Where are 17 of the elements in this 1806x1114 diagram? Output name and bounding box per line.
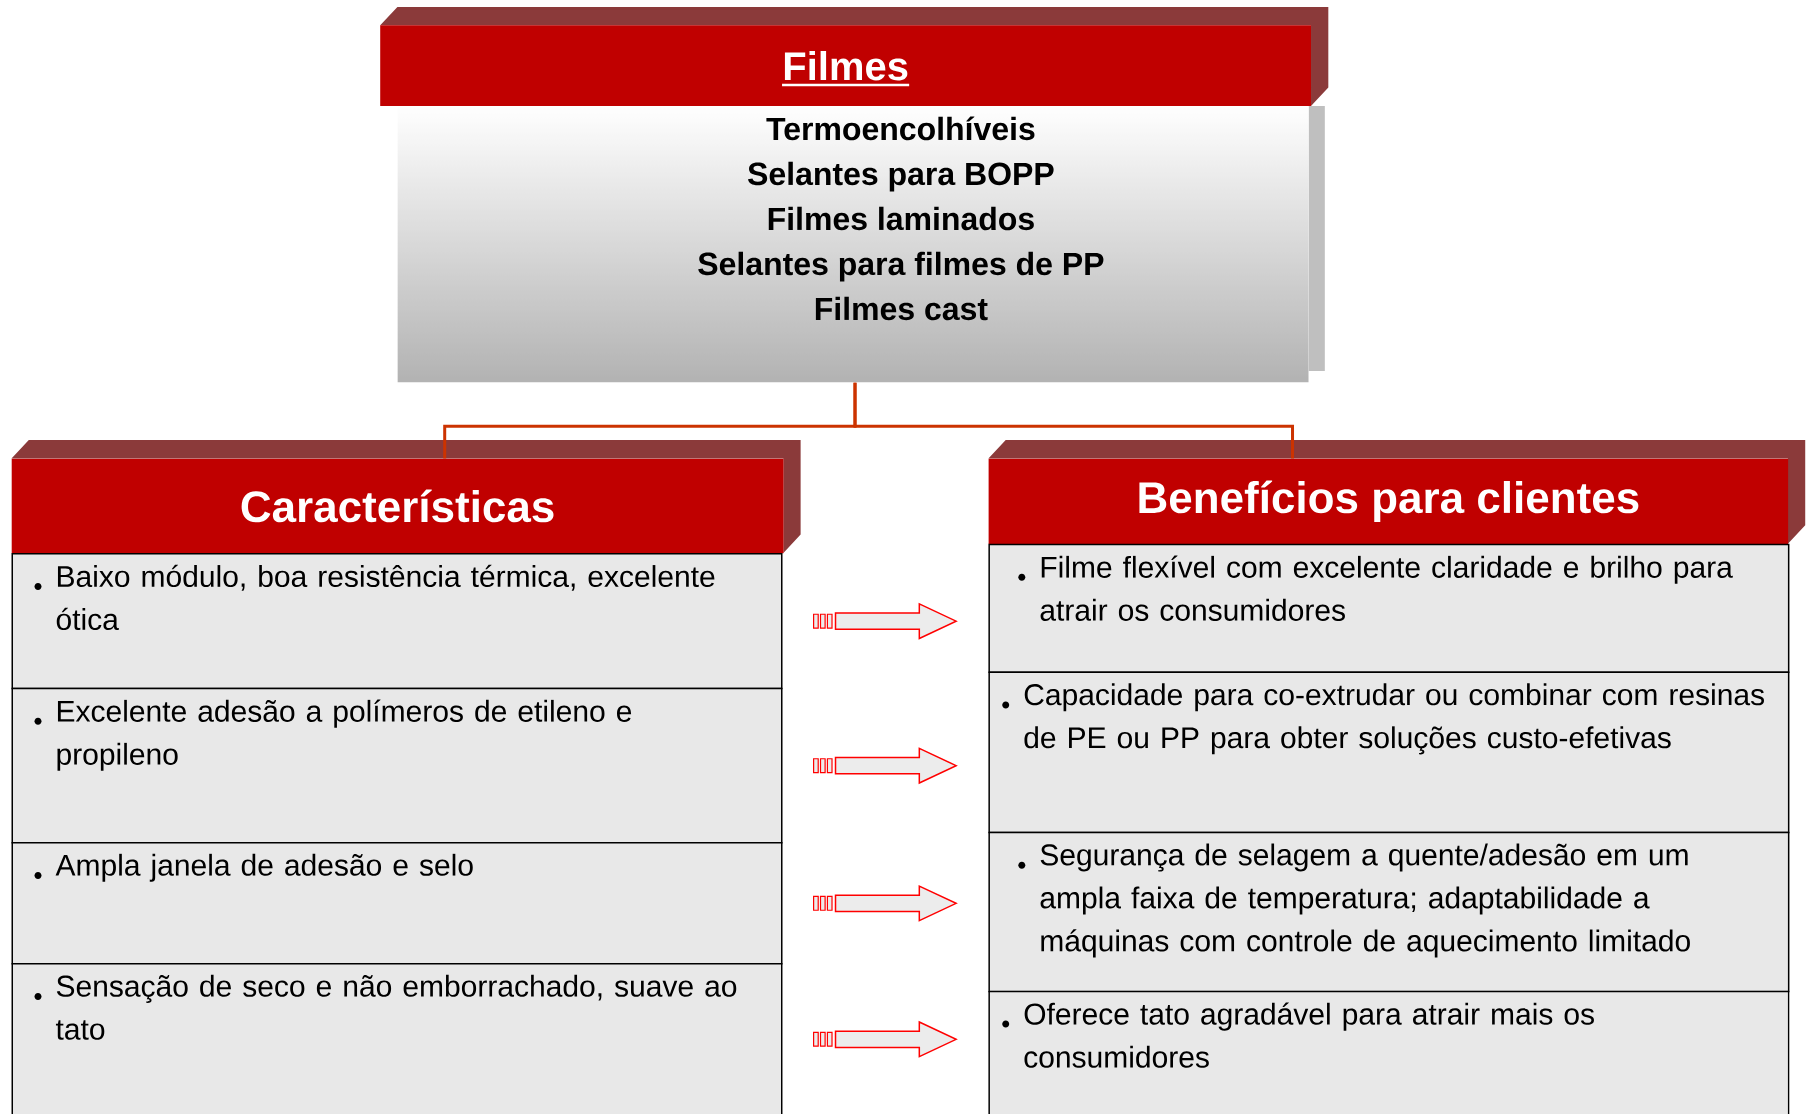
list-row: Oferece tato agradável para atrair mais os consumidores — [988, 990, 1790, 1114]
header-box: Características — [11, 440, 801, 554]
list-row: Segurança de selagem a quente/adesão em um ampla faixa de temperatura; adaptabilidade a máquinas com controle de aquecimento limitado — [988, 831, 1790, 993]
block-arrow — [813, 747, 958, 785]
list-row: Excelente adesão a polímeros de etileno e propileno — [11, 687, 783, 844]
list-row: Ampla janela de adesão e selo — [11, 842, 783, 965]
block-arrow — [813, 602, 958, 640]
list-row: Sensação de seco e não emborrachado, suave ao tato — [11, 963, 783, 1114]
list-row: Filme flexível com excelente claridade e brilho para atrair os consumidores — [988, 543, 1790, 674]
list-row: Baixo módulo, boa resistência térmica, excelente ótica — [11, 553, 783, 690]
list-row: Capacidade para co-extrudar ou combinar com resinas de PE ou PP para obter soluções custo-efetivas — [988, 671, 1790, 834]
block-arrow — [813, 884, 958, 922]
header-box: Benefícios para clientes — [988, 440, 1806, 544]
connector-line — [853, 382, 1294, 459]
block-arrow — [813, 1020, 958, 1058]
node-label: Filmes — [784, 51, 908, 81]
category-box: Filmes Termoencolhíveis Selantes para BOPP Filmes laminados Selantes para filmes de PP Filmes cast — [380, 6, 1329, 383]
